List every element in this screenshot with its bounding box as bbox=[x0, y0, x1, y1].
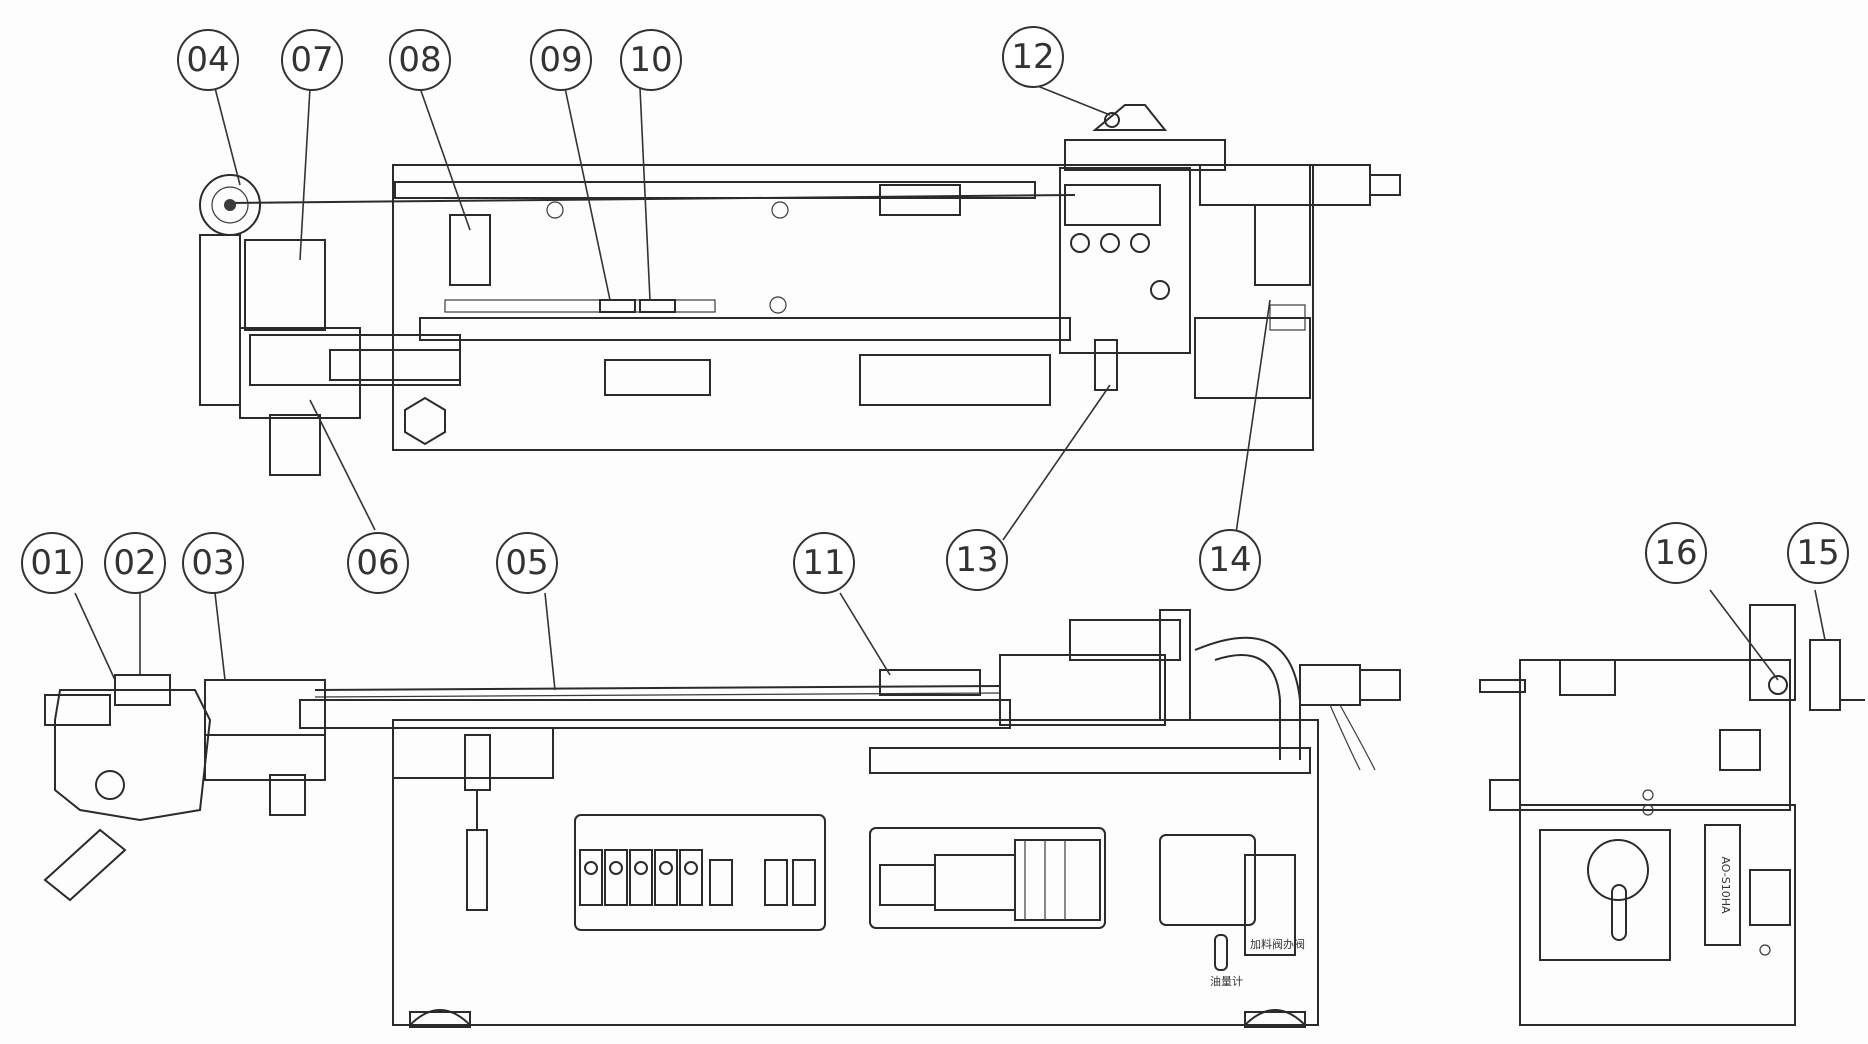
side-column bbox=[1749, 604, 1796, 701]
callout-11: 11 bbox=[793, 532, 855, 594]
pressure-die bbox=[244, 239, 326, 331]
callout-02: 02 bbox=[104, 532, 166, 594]
top-deck bbox=[869, 747, 1311, 774]
pump-unit bbox=[1704, 824, 1741, 946]
hex-foot bbox=[404, 396, 446, 446]
adjuster-13 bbox=[1094, 339, 1118, 391]
callout-06: 06 bbox=[347, 532, 409, 594]
valve-panel bbox=[574, 814, 826, 931]
svg-text:11: 11 bbox=[802, 543, 845, 583]
pressure-gauge bbox=[1587, 839, 1649, 901]
vent-grille bbox=[859, 354, 1051, 406]
callout-03: 03 bbox=[182, 532, 244, 594]
svg-text:12: 12 bbox=[1011, 37, 1054, 77]
plate-10 bbox=[639, 299, 676, 313]
clamp-08 bbox=[449, 214, 491, 286]
front-cabinet bbox=[392, 719, 1319, 1026]
front-mandrel-rod bbox=[314, 685, 1001, 691]
callout-13: 13 bbox=[946, 529, 1008, 591]
lower-rail bbox=[419, 317, 1071, 341]
side-view: AO-S10HA bbox=[1479, 604, 1865, 1026]
front-pusher bbox=[1299, 664, 1361, 706]
cylinder-06 bbox=[329, 349, 461, 381]
callout-16: 16 bbox=[1645, 522, 1707, 584]
motor bbox=[1014, 839, 1101, 921]
pusher-head bbox=[1309, 164, 1371, 206]
valve-bank bbox=[579, 849, 816, 906]
top-base-frame bbox=[392, 164, 1314, 451]
top-view bbox=[199, 104, 1401, 476]
svg-text:02: 02 bbox=[113, 543, 156, 583]
front-view: 加料阀办阀 油量计 bbox=[43, 609, 1401, 1028]
pressure-03 bbox=[204, 679, 326, 736]
side-valve-15 bbox=[1809, 639, 1841, 711]
callout-01: 01 bbox=[21, 532, 83, 594]
callout-12: 12 bbox=[1002, 26, 1064, 88]
hose-loop bbox=[1194, 636, 1301, 760]
block-14 bbox=[1254, 204, 1311, 286]
side-cabinet bbox=[1519, 804, 1796, 1026]
mandrel-rod bbox=[224, 194, 1076, 204]
oil-gauge-glass bbox=[1214, 934, 1228, 971]
svg-text:16: 16 bbox=[1654, 533, 1697, 573]
leader-lines bbox=[74, 84, 1826, 691]
svg-text:05: 05 bbox=[505, 543, 548, 583]
front-carriage bbox=[999, 654, 1166, 726]
svg-text:01: 01 bbox=[30, 543, 73, 583]
plate-09 bbox=[599, 299, 636, 313]
svg-text:15: 15 bbox=[1796, 533, 1839, 573]
bend-head bbox=[54, 689, 212, 822]
svg-text:09: 09 bbox=[539, 40, 582, 80]
side-head bbox=[1519, 659, 1791, 811]
mid-rail bbox=[444, 299, 716, 313]
mandrel-cylinder bbox=[879, 184, 961, 216]
callout-08: 08 bbox=[389, 29, 451, 91]
service-panel bbox=[1159, 834, 1256, 926]
front-cylinder-11 bbox=[879, 669, 981, 696]
svg-text:14: 14 bbox=[1208, 540, 1251, 580]
svg-text:10: 10 bbox=[629, 40, 672, 80]
lower-cylinder bbox=[269, 414, 321, 476]
svg-text:03: 03 bbox=[191, 543, 234, 583]
clamp-block bbox=[199, 234, 241, 406]
head-carriage bbox=[239, 327, 361, 419]
callout-14: 14 bbox=[1199, 529, 1261, 591]
oil-gauge-label: 油量计 bbox=[1210, 974, 1243, 988]
clamp-02 bbox=[114, 674, 171, 706]
gauge-panel bbox=[1539, 829, 1671, 961]
callout-09: 09 bbox=[530, 29, 592, 91]
svg-text:08: 08 bbox=[398, 40, 441, 80]
callout-10: 10 bbox=[620, 29, 682, 91]
swing-arm bbox=[43, 828, 127, 902]
callout-07: 07 bbox=[281, 29, 343, 91]
front-rail bbox=[299, 699, 1011, 729]
svg-text:13: 13 bbox=[955, 540, 998, 580]
pump-label: AO-S10HA bbox=[1719, 856, 1732, 914]
access-plate bbox=[604, 359, 711, 396]
svg-text:06: 06 bbox=[356, 543, 399, 583]
svg-text:07: 07 bbox=[290, 40, 333, 80]
callout-05: 05 bbox=[496, 532, 558, 594]
side-knob-16 bbox=[1768, 675, 1788, 695]
callout-04: 04 bbox=[177, 29, 239, 91]
svg-text:04: 04 bbox=[186, 40, 229, 80]
carriage-block bbox=[1059, 167, 1191, 354]
stand-cylinder bbox=[466, 829, 488, 911]
valve-note: 加料阀办阀 bbox=[1250, 937, 1305, 951]
callout-15: 15 bbox=[1787, 522, 1849, 584]
motor-panel bbox=[869, 827, 1106, 929]
